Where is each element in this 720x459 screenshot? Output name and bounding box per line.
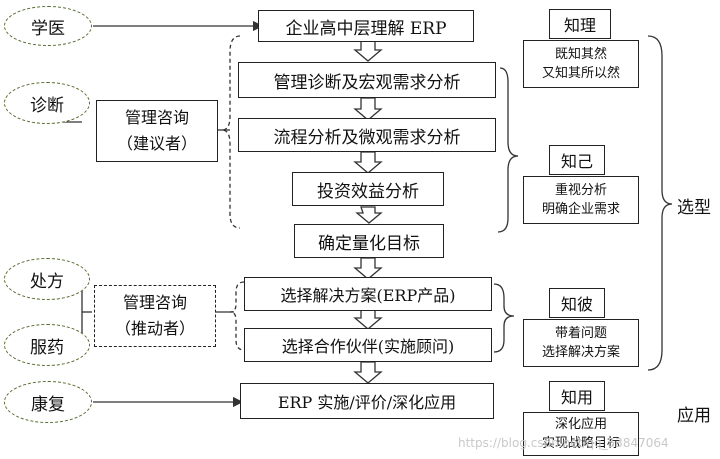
- stage-chufang-label: 处方: [30, 271, 64, 292]
- knowledge-zhiji-line1: 重视分析: [554, 183, 607, 198]
- step-6-label: 选择解决方案(ERP产品): [280, 286, 456, 305]
- knowledge-zhiyong-title: 知用: [549, 381, 605, 411]
- stage-zhenduan-label: 诊断: [30, 95, 64, 116]
- knowledge-zhibi-label: 知彼: [560, 295, 593, 314]
- knowledge-zhiyong-line2: 实现战略目标: [541, 436, 620, 451]
- consult-advisor-role: （建议者）: [116, 134, 197, 153]
- knowledge-zhibi-title: 知彼: [549, 288, 605, 318]
- consult-promoter-role: （推动者）: [114, 319, 195, 338]
- stage-fuyao: 服药: [4, 324, 90, 366]
- watermark-text: https://blog.csdn.net/qq_53847064: [458, 436, 669, 450]
- knowledge-zhiji-desc: 重视分析 明确企业需求: [523, 176, 639, 224]
- stage-zhenduan: 诊断: [4, 82, 90, 124]
- knowledge-zhiyong-label: 知用: [560, 388, 593, 407]
- knowledge-zhiyong-desc: 深化应用 实现战略目标: [523, 412, 639, 456]
- knowledge-zhiji-title: 知己: [549, 145, 605, 175]
- step-1-label: 企业高中层理解 ERP: [285, 18, 447, 39]
- flow-arrows: [353, 40, 383, 384]
- left-braces: [221, 35, 245, 351]
- knowledge-zhili-title: 知理: [549, 9, 611, 39]
- knowledge-zhibi-line1: 带着问题: [554, 326, 607, 341]
- label-xuanxing-text: 选型: [677, 197, 711, 218]
- step-4-label: 投资效益分析: [317, 181, 419, 202]
- knowledge-zhibi-desc: 带着问题 选择解决方案: [523, 319, 639, 367]
- right-braces: [493, 35, 673, 371]
- consult-advisor-title: 管理咨询: [124, 108, 189, 127]
- step-understand-erp: 企业高中层理解 ERP: [258, 10, 474, 42]
- step-2-label: 管理诊断及宏观需求分析: [273, 72, 461, 93]
- stage-kangfu: 康复: [4, 381, 92, 423]
- label-yingyong: 应用: [670, 398, 718, 428]
- stage-chufang: 处方: [4, 258, 90, 300]
- consult-promoter-title: 管理咨询: [122, 293, 187, 312]
- stage-xueyi-label: 学医: [31, 18, 65, 39]
- label-yingyong-text: 应用: [677, 405, 711, 426]
- knowledge-zhibi-line2: 选择解决方案: [541, 345, 620, 360]
- knowledge-zhili-line1: 既知其然: [554, 47, 607, 62]
- knowledge-zhili-desc: 既知其然 又知其所以然: [523, 40, 639, 88]
- stage-xueyi: 学医: [4, 6, 92, 46]
- stage-fuyao-label: 服药: [30, 337, 64, 358]
- step-7-label: 选择合作伙伴(实施顾问): [281, 337, 455, 356]
- step-implement: ERP 实施/评价/深化应用: [240, 383, 494, 419]
- watermark: https://blog.csdn.net/qq_53847064: [458, 436, 669, 450]
- step-select-solution: 选择解决方案(ERP产品): [244, 277, 492, 311]
- consult-promoter-box: 管理咨询 （推动者）: [94, 285, 216, 347]
- knowledge-zhiyong-line1: 深化应用: [554, 417, 607, 432]
- step-3-label: 流程分析及微观需求分析: [273, 127, 461, 148]
- step-macro-analysis: 管理诊断及宏观需求分析: [238, 62, 496, 98]
- knowledge-zhiji-line2: 明确企业需求: [541, 202, 620, 217]
- step-quantify-goals: 确定量化目标: [294, 224, 444, 258]
- step-8-label: ERP 实施/评价/深化应用: [277, 393, 457, 412]
- knowledge-zhili-line2: 又知其所以然: [541, 66, 620, 81]
- stage-kangfu-label: 康复: [31, 394, 65, 415]
- step-investment-analysis: 投资效益分析: [292, 172, 444, 206]
- step-select-partner: 选择合作伙伴(实施顾问): [244, 328, 492, 362]
- knowledge-zhiji-label: 知己: [560, 152, 593, 171]
- step-5-label: 确定量化目标: [318, 233, 420, 254]
- label-xuanxing: 选型: [670, 190, 718, 220]
- consult-advisor-box: 管理咨询 （建议者）: [96, 100, 218, 162]
- knowledge-zhili-label: 知理: [563, 16, 596, 35]
- step-micro-analysis: 流程分析及微观需求分析: [238, 118, 496, 152]
